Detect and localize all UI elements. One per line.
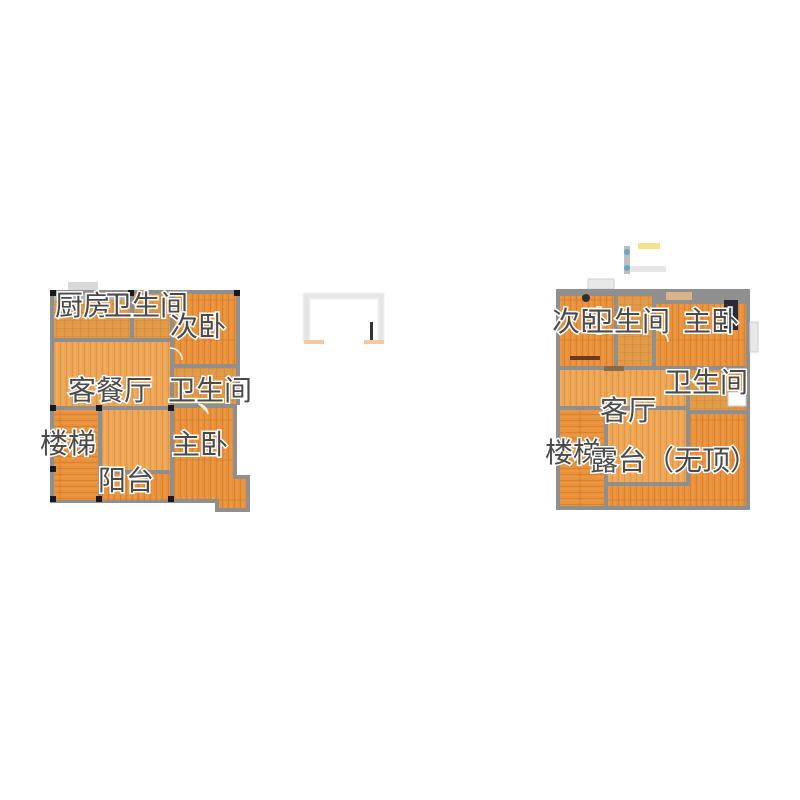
label-living-right: 客厅 (600, 394, 656, 427)
door-arc-4 (689, 379, 701, 391)
sideboard-right (604, 366, 624, 371)
plant-right (582, 294, 590, 302)
plan-right: 次卧 卫生间 主卧 卫生间 客厅 楼梯 露台（无顶） (544, 243, 760, 510)
room-balcony-left (102, 474, 170, 500)
shelf-right (570, 356, 600, 360)
plan-left: 厨房 卫生间 次卧 客餐厅 卫生间 楼梯 主卧 阳台 (39, 282, 254, 512)
label-second-bedroom-right: 次卧 (552, 305, 608, 338)
door-arc-3 (655, 329, 669, 343)
room-bath-top-left (134, 294, 170, 338)
structural-columns-left (50, 290, 240, 502)
window-right-top (587, 278, 615, 290)
room-bath-mid-left (174, 368, 236, 404)
label-bath-top-right: 卫生间 (586, 305, 670, 338)
label-stairs-right: 楼梯 (545, 436, 601, 469)
room-living-lower-right (608, 410, 686, 482)
label-stairs-left: 楼梯 (40, 427, 96, 460)
label-master-bedroom-left: 主卧 (172, 428, 228, 461)
door-arc-2 (197, 403, 209, 415)
counter-kitchen (54, 294, 130, 300)
label-living-dining-left: 客餐厅 (68, 374, 152, 407)
room-kitchen (54, 294, 130, 338)
fragment-door-right (364, 340, 384, 344)
label-balcony-left: 阳台 (98, 464, 154, 497)
room-second-bedroom-left (174, 294, 236, 364)
label-master-bedroom-right: 主卧 (683, 305, 739, 338)
plan-fragment-middle (302, 292, 385, 344)
desk-right (666, 292, 692, 300)
window-top-left (68, 282, 98, 290)
label-kitchen-left: 厨房 (55, 289, 111, 322)
rooftop-fixture (624, 243, 666, 274)
label-bath-mid-left: 卫生间 (168, 374, 252, 407)
room-master-bedroom-left (174, 408, 246, 508)
door-frame-right (727, 391, 747, 407)
room-terrace-right (608, 414, 746, 506)
label-bath-right: 卫生间 (664, 366, 748, 399)
room-living-lower-left (102, 410, 170, 470)
room-living-right (560, 370, 686, 406)
label-terrace-right: 露台（无顶） (590, 444, 758, 477)
dark-cabinet (724, 300, 738, 330)
room-bath-top-right (618, 296, 652, 366)
room-living-dining-left (54, 342, 170, 406)
door-arc-1 (169, 347, 183, 361)
label-bath-top-left: 卫生间 (104, 289, 188, 322)
fragment-door-left (304, 340, 324, 344)
room-second-bedroom-right (560, 296, 614, 366)
window-right-side (749, 321, 759, 353)
room-stairs-right (560, 410, 604, 506)
label-second-bedroom-left: 次卧 (170, 310, 226, 343)
room-stairs-left (54, 410, 98, 500)
fragment-post (370, 322, 373, 340)
